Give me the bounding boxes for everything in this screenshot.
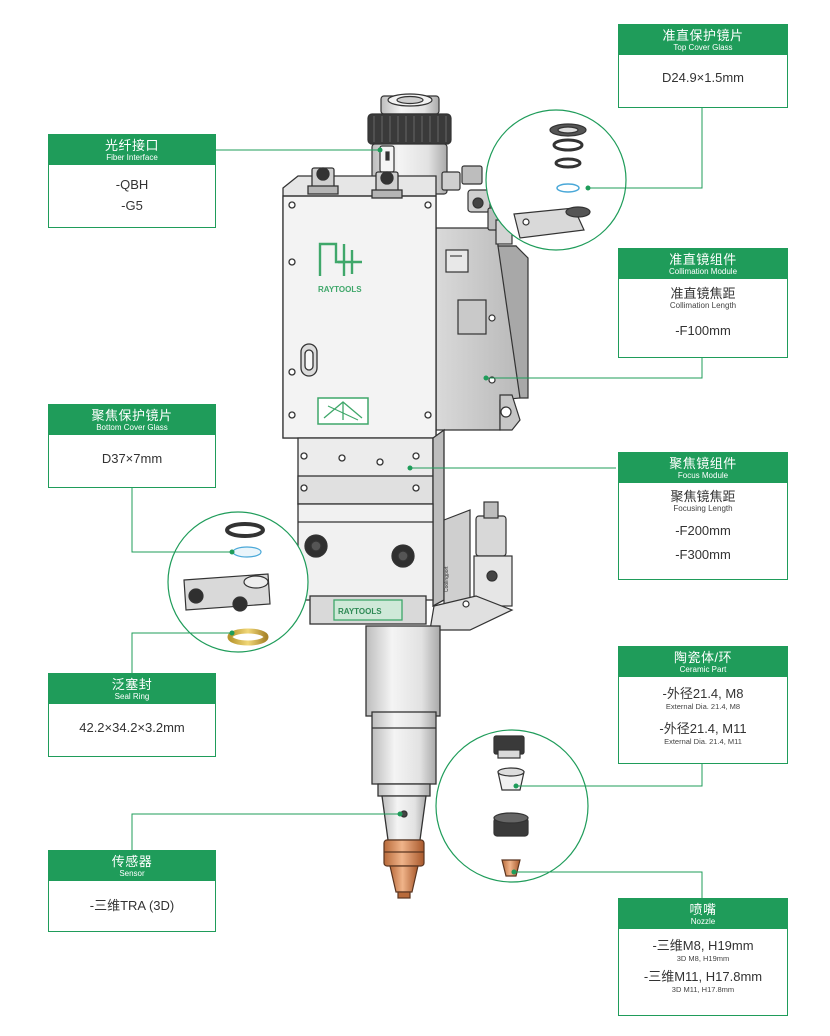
card-title-zh: 喷嘴 xyxy=(689,902,717,917)
card-title-zh: 聚焦镜组件 xyxy=(669,456,737,471)
card-value: -F100mm xyxy=(675,323,731,338)
card-value-en: External Dia. 21.4, M11 xyxy=(664,737,742,746)
warning-sticker xyxy=(317,397,369,425)
card-subtitle-zh: 准直镜焦距 xyxy=(670,286,736,301)
nozzle-assembly xyxy=(383,839,425,899)
card-value: 42.2×34.2×3.2mm xyxy=(79,720,185,735)
card-title-en: Fiber Interface xyxy=(106,153,158,162)
cooling-bracket xyxy=(429,501,514,631)
raytools-logo-glyph xyxy=(318,242,362,276)
leader-dots xyxy=(229,147,591,875)
card-value-en: External Dia. 21.4, M8 xyxy=(665,702,741,711)
leader-lines xyxy=(131,108,703,898)
card-title-en: Top Cover Glass xyxy=(673,43,733,52)
collimation-housing xyxy=(435,165,529,431)
card-title-en: Nozzle xyxy=(690,917,716,926)
card-value: -G5 xyxy=(121,198,143,213)
card-value: -三维M8, H19mm xyxy=(652,938,754,953)
logo-text: RAYTOOLS xyxy=(318,285,362,294)
card-value-en: 3D M11, H17.8mm xyxy=(671,985,735,994)
card-value: -F300mm xyxy=(675,547,731,562)
card-title-zh: 聚焦保护镜片 xyxy=(91,408,173,423)
card-value-en: 3D M8, H19mm xyxy=(676,954,730,963)
bottom-cover-glass-detail xyxy=(167,511,309,653)
card-value: -外径21.4, M11 xyxy=(659,721,747,736)
focus-housing xyxy=(297,428,445,625)
card-title-zh: 泛塞封 xyxy=(111,677,153,692)
sensor-tube xyxy=(365,625,441,841)
card-value: -三维M11, H17.8mm xyxy=(643,969,763,984)
ceramic-nozzle-detail xyxy=(435,729,589,883)
card-title-en: Sensor xyxy=(119,869,145,878)
card-title-en: Bottom Cover Glass xyxy=(96,423,168,432)
card-title-zh: 光纤接口 xyxy=(104,138,159,153)
card-subtitle-en: Focusing Length xyxy=(673,504,733,513)
card-value: -QBH xyxy=(115,177,149,192)
card-value: D37×7mm xyxy=(101,451,163,466)
card-title-en: Seal Ring xyxy=(114,692,150,701)
card-title-zh: 传感器 xyxy=(111,854,153,869)
card-title-zh: 准直保护镜片 xyxy=(662,28,744,43)
card-subtitle-en: Collimation Length xyxy=(669,301,737,310)
card-title-zh: 准直镜组件 xyxy=(669,252,737,267)
card-value: -F200mm xyxy=(675,523,731,538)
card-value: -三维TRA (3D) xyxy=(89,898,175,913)
top-cover-glass-detail xyxy=(485,109,627,251)
card-title-en: Focus Module xyxy=(677,471,729,480)
card-value: -外径21.4, M8 xyxy=(662,686,744,701)
plate-text: RAYTOOLS xyxy=(338,607,382,616)
card-title-zh: 陶瓷体/环 xyxy=(673,650,733,665)
card-title-en: Ceramic Part xyxy=(679,665,727,674)
side-text: Coolingport xyxy=(444,566,450,592)
card-value: D24.9×1.5mm xyxy=(661,70,744,85)
card-subtitle-zh: 聚焦镜焦距 xyxy=(670,489,736,504)
card-title-en: Collimation Module xyxy=(668,267,738,276)
